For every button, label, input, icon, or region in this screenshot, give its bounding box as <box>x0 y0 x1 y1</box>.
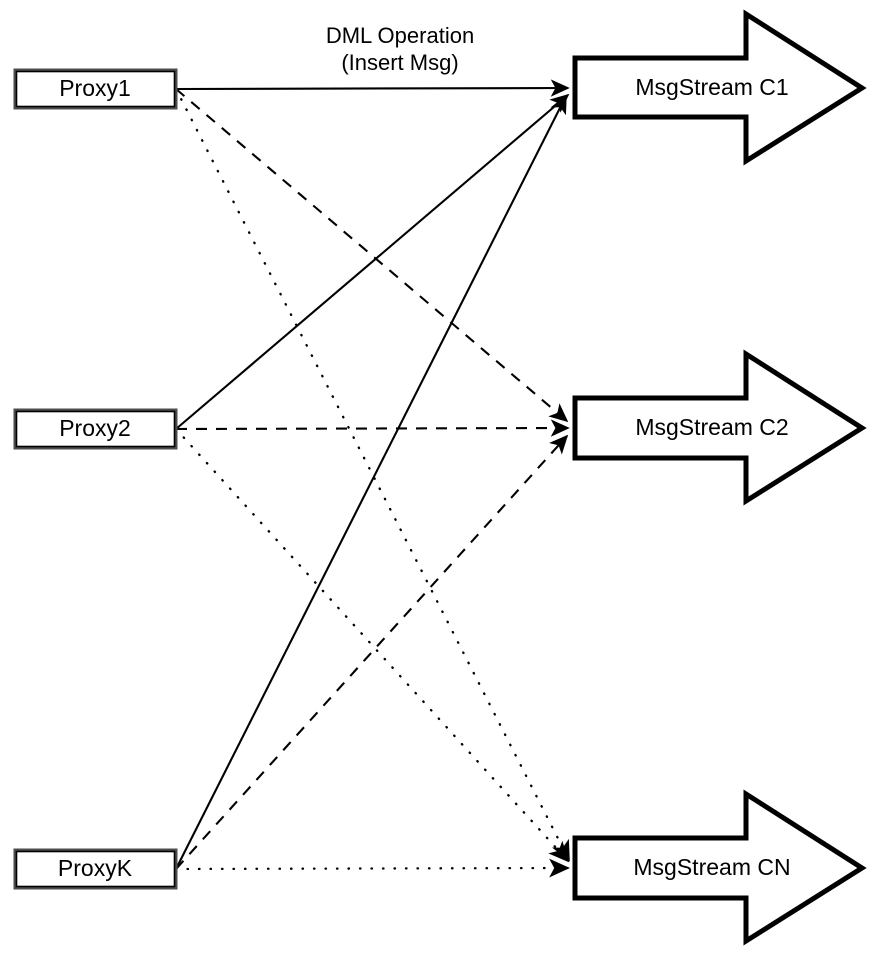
edge-proxy1-to-stream-c1 <box>175 79 570 97</box>
edge-proxy2-to-stream-c1 <box>175 93 570 430</box>
edge-label-line2: (Insert Msg) <box>341 50 458 75</box>
msgstream-cn-label: MsgStream CN <box>633 854 790 880</box>
proxy2-label: Proxy2 <box>59 415 131 441</box>
proxy1-box <box>15 70 176 108</box>
msgstream-node-c2[interactable]: MsgStream C2 <box>572 349 867 506</box>
msgstream-c1-block-arrow-icon <box>572 9 867 166</box>
edge-proxy2-to-stream-cn <box>174 427 570 863</box>
edge-proxy2-to-stream-c2 <box>175 419 570 437</box>
proxy1-label: Proxy1 <box>59 75 131 101</box>
edge-group <box>174 79 571 878</box>
edge-label-dml-operation: DML Operation (Insert Msg) <box>326 23 474 75</box>
msgstream-c2-block-arrow-icon <box>572 349 867 506</box>
proxyk-box <box>15 850 176 888</box>
proxyk-label: ProxyK <box>58 855 133 881</box>
msgstream-c1-label: MsgStream C1 <box>635 74 788 100</box>
msgstream-node-cn[interactable]: MsgStream CN <box>572 789 867 946</box>
edge-proxyk-to-stream-cn <box>174 858 570 878</box>
msgstream-cn-block-arrow-icon <box>572 789 867 946</box>
edge-proxy1-to-stream-c2 <box>175 88 569 423</box>
msgstream-c2-label: MsgStream C2 <box>635 414 788 440</box>
proxy-node-proxy1[interactable]: Proxy1 <box>13 68 178 110</box>
edge-proxyk-to-stream-c1 <box>175 94 567 870</box>
proxy-node-proxyk[interactable]: ProxyK <box>13 848 178 890</box>
msgstream-node-c1[interactable]: MsgStream C1 <box>572 9 867 166</box>
edge-proxyk-to-stream-c2 <box>175 434 569 870</box>
proxy-node-proxy2[interactable]: Proxy2 <box>13 408 178 450</box>
edge-label-line1: DML Operation <box>326 23 474 48</box>
proxy2-box <box>15 410 176 448</box>
